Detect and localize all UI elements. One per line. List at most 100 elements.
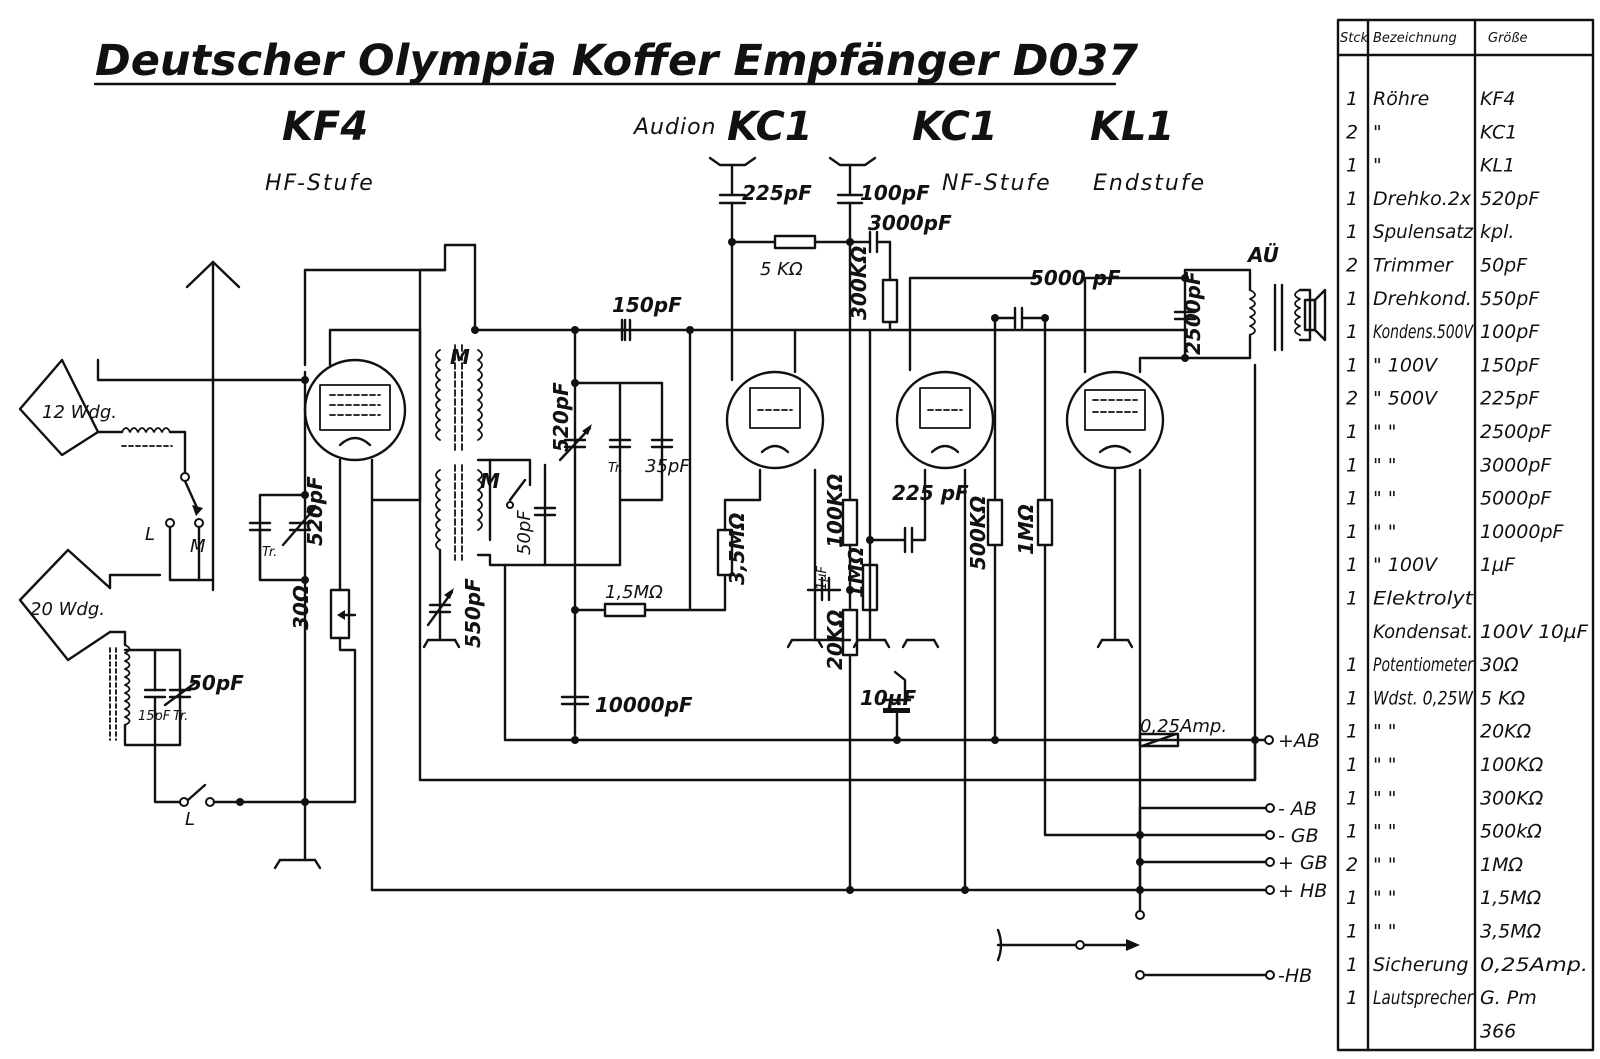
tube-kl1 <box>1065 370 1165 470</box>
table-cell-value: G. Pm <box>1480 987 1537 1009</box>
terminal-plus-hb[interactable] <box>1265 885 1275 895</box>
label-5kohm: 5 KΩ <box>760 259 803 280</box>
label-225pf-top: 225pF <box>742 181 812 205</box>
table-cell-qty: 1 <box>1346 421 1358 443</box>
tube-heading-kf4: KF4 <box>282 104 368 150</box>
table-cell-name: Elektrolyt <box>1373 588 1475 610</box>
table-cell-name: Sicherung <box>1373 954 1468 976</box>
label-30ohm: 30Ω <box>289 585 313 630</box>
table-cell-name: " " <box>1373 887 1397 909</box>
table-cell-value: 5000pF <box>1480 488 1552 510</box>
terminal-plus-gb[interactable] <box>1265 857 1275 867</box>
label-150pf: 150pF <box>612 293 682 317</box>
table-cell-qty: 1 <box>1346 654 1358 676</box>
table-cell-value: 1MΩ <box>1480 854 1523 876</box>
label-100pf-top: 100pF <box>860 181 930 205</box>
terminal-label-minus-hb: -HB <box>1278 965 1312 987</box>
label-3000pf: 3000pF <box>868 211 952 235</box>
table-cell-value: 0,25Amp. <box>1480 954 1588 976</box>
terminal-label-minus-gb: - GB <box>1278 825 1319 847</box>
node-ab <box>1251 736 1259 744</box>
label-520pf-b: 520pF <box>549 382 573 452</box>
label-50pf-mid: 50pF <box>514 510 535 555</box>
tube-heading-kc1-audion: KC1 <box>727 104 813 150</box>
table-cell-qty: 1 <box>1346 787 1358 809</box>
label-20wdg: 20 Wdg. <box>30 599 105 620</box>
table-cell-value: 3,5MΩ <box>1480 921 1542 943</box>
table-cell-qty: 1 <box>1346 554 1358 576</box>
table-cell-qty: 1 <box>1346 821 1358 843</box>
parts-table <box>1336 18 1595 1052</box>
label-1mohm-b: 1MΩ <box>1014 504 1038 555</box>
table-cell-name: " " <box>1373 721 1397 743</box>
table-header-bezeichnung: Bezeichnung <box>1373 31 1457 46</box>
tube-kc1-audion <box>725 370 825 470</box>
stage-label-end: Endstufe <box>1093 171 1206 196</box>
table-cell-qty: 1 <box>1346 588 1358 610</box>
terminal-plus-ab[interactable] <box>1264 735 1274 745</box>
table-cell-value: 366 <box>1480 1020 1516 1042</box>
table-cell-qty: 1 <box>1346 521 1358 543</box>
terminal-minus-ab[interactable] <box>1265 803 1275 813</box>
label-500kohm: 500KΩ <box>966 496 990 570</box>
table-cell-name: " <box>1373 121 1382 143</box>
table-cell-value: 1,5MΩ <box>1480 887 1542 909</box>
table-cell-value: KF4 <box>1480 88 1515 110</box>
tube-kf4 <box>303 358 407 462</box>
table-cell-value: 500kΩ <box>1480 821 1542 843</box>
table-cell-qty: 1 <box>1346 754 1358 776</box>
label-12wdg: 12 Wdg. <box>42 402 117 423</box>
output-transformer <box>1249 283 1312 352</box>
label-50pf-ant: 50pF <box>188 671 244 695</box>
loop-antenna-20 <box>18 548 357 807</box>
table-cell-value: 100pF <box>1480 321 1540 343</box>
switch-label-l2: L <box>185 809 195 830</box>
table-cell-name: Lautsprecher <box>1373 987 1474 1009</box>
power-switch[interactable] <box>996 910 1268 980</box>
label-35pf: 35pF <box>645 456 690 477</box>
table-cell-name: Spulensatz <box>1373 221 1474 243</box>
table-cell-qty: 1 <box>1346 188 1358 210</box>
table-cell-name: " " <box>1373 854 1397 876</box>
table-cell-name: Drehko.2x <box>1373 188 1472 210</box>
terminal-label-plus-hb: + HB <box>1278 880 1327 902</box>
table-cell-qty: 1 <box>1346 321 1358 343</box>
label-coil-m2: M <box>480 469 500 493</box>
table-cell-qty: 1 <box>1346 221 1358 243</box>
label-coil-m1: M <box>450 345 470 369</box>
kf4-wiring <box>248 268 447 892</box>
table-cell-name: " 100V <box>1373 554 1439 576</box>
switch-label-m: M <box>190 536 206 557</box>
kl1-wiring <box>1083 268 1257 892</box>
table-cell-name: " " <box>1373 787 1397 809</box>
table-cell-value: 20KΩ <box>1480 721 1532 743</box>
label-225pf-mid: 225 pF <box>892 481 969 505</box>
table-cell-qty: 2 <box>1346 255 1358 277</box>
table-cell-qty: 1 <box>1346 687 1358 709</box>
table-cell-name: " 100V <box>1373 354 1439 376</box>
table-cell-qty: 1 <box>1346 354 1358 376</box>
audion-tuning <box>558 318 727 737</box>
terminal-label-minus-ab: - AB <box>1278 798 1317 820</box>
table-cell-value: 1µF <box>1480 554 1516 576</box>
table-cell-value: 10000pF <box>1480 521 1565 543</box>
table-cell-qty: 1 <box>1346 454 1358 476</box>
tube-heading-kl1: KL1 <box>1090 104 1174 150</box>
table-cell-qty: 1 <box>1346 155 1358 177</box>
coil-set <box>418 243 1187 782</box>
audion-prefix: Audion <box>632 115 716 140</box>
table-cell-name: " <box>1373 155 1382 177</box>
terminal-minus-gb[interactable] <box>1265 830 1275 840</box>
table-cell-qty: 2 <box>1346 854 1358 876</box>
table-cell-value: KL1 <box>1480 155 1515 177</box>
switch-label-l: L <box>145 524 155 545</box>
table-cell-name: Röhre <box>1373 88 1429 110</box>
table-cell-value: kpl. <box>1480 221 1514 243</box>
table-cell-value: 5 KΩ <box>1480 687 1526 709</box>
table-cell-value: 2500pF <box>1480 421 1552 443</box>
diagram-title: Deutscher Olympia Koffer Empfänger D037 <box>95 36 1138 86</box>
table-cell-qty: 1 <box>1346 887 1358 909</box>
table-cell-qty: 2 <box>1346 388 1358 410</box>
